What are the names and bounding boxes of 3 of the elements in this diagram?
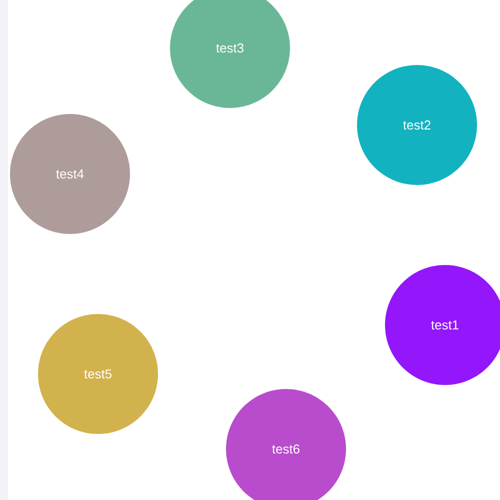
circle-node: test5: [38, 314, 158, 434]
circle-node: test4: [10, 114, 130, 234]
circle-node: test2: [357, 65, 477, 185]
